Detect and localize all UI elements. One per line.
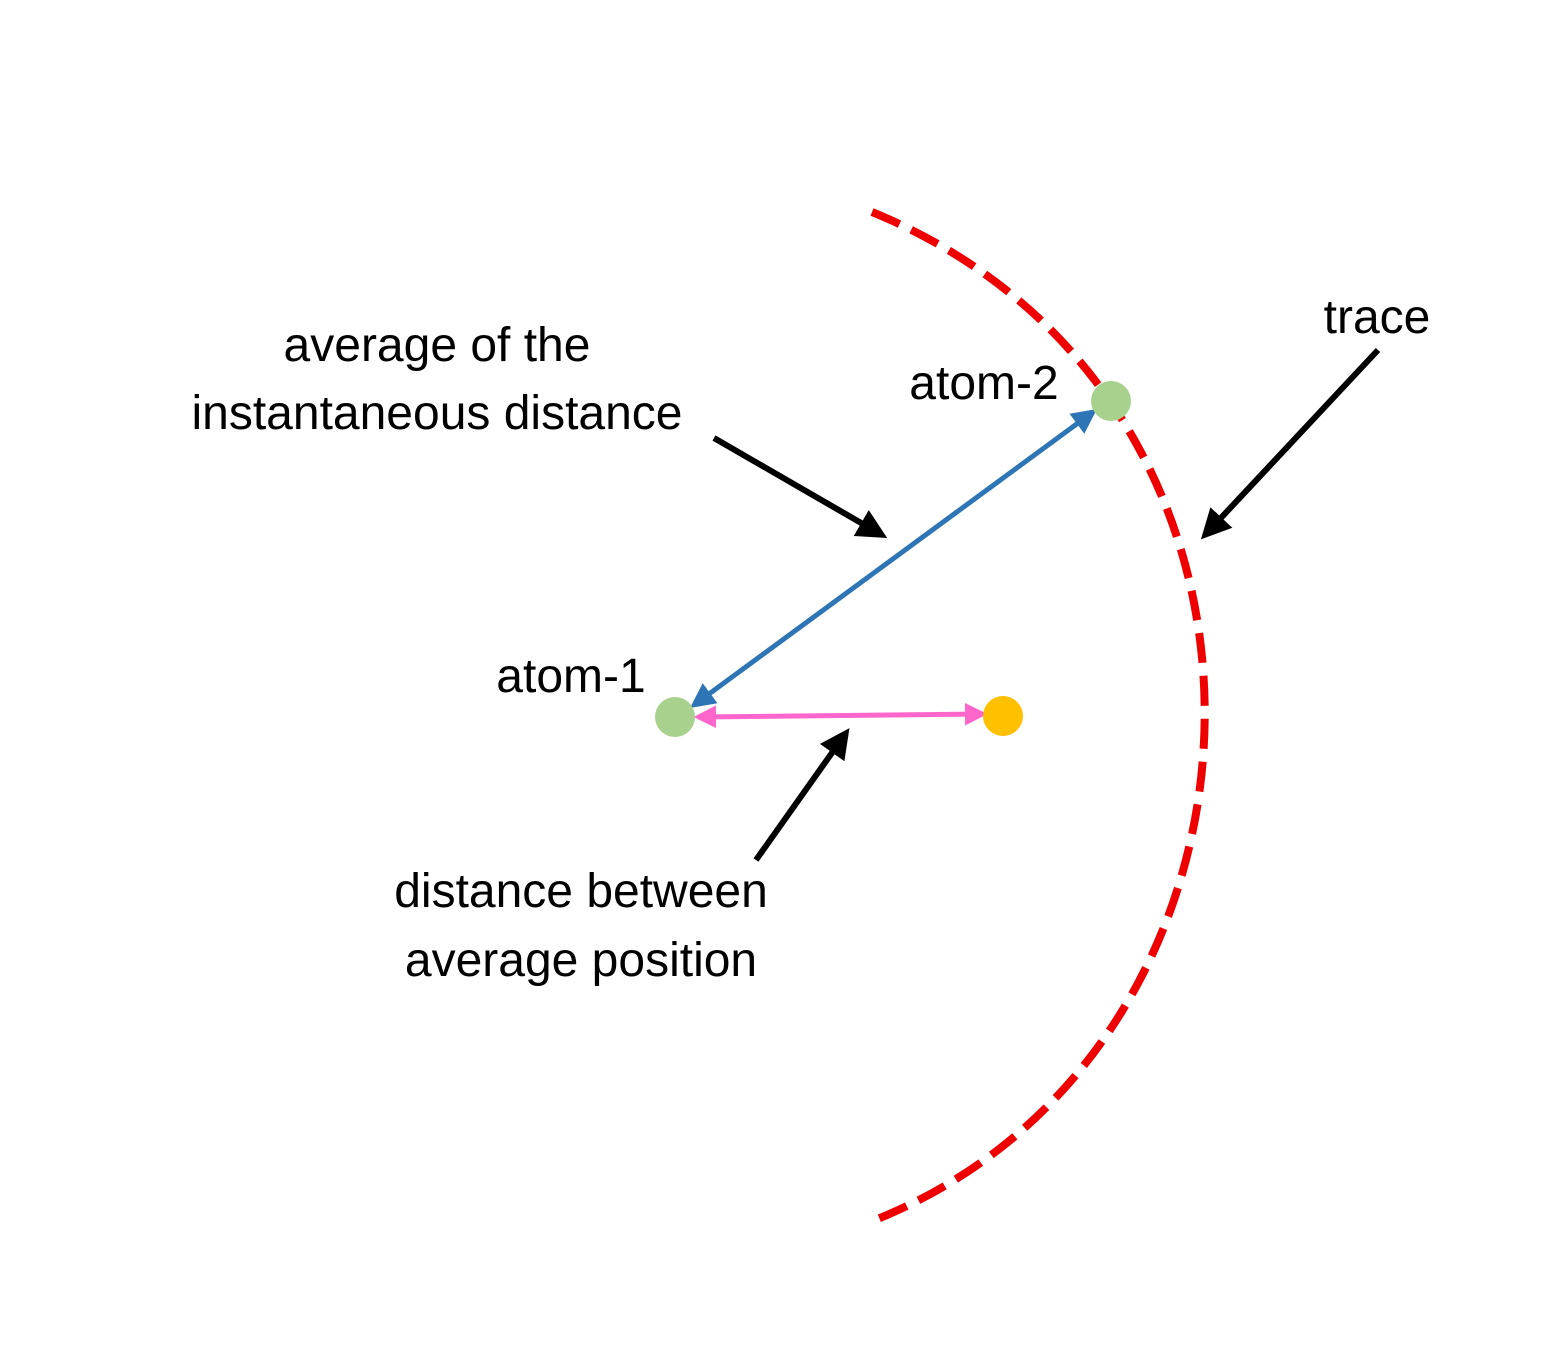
average-position-distance-arrow <box>693 702 988 729</box>
label-atom-2: atom-2 <box>909 357 1058 410</box>
atom-2-point <box>1091 381 1131 421</box>
instantaneous-label-pointer <box>712 435 888 539</box>
label-trace: trace <box>1324 291 1431 344</box>
label-atom-1: atom-1 <box>496 650 645 703</box>
label-avg-position-line2: average position <box>405 934 757 987</box>
label-avg-instantaneous-line2: instantaneous distance <box>191 387 682 440</box>
trace-label-pointer <box>1200 347 1381 540</box>
average-position-label-pointer <box>753 728 850 862</box>
instantaneous-distance-arrow <box>689 409 1098 708</box>
label-avg-position-line1: distance between <box>394 865 768 918</box>
trace-arc <box>870 208 1209 1224</box>
average-position-point <box>983 696 1023 736</box>
atom-1-point <box>655 697 695 737</box>
label-avg-instantaneous-line1: average of the <box>284 319 591 372</box>
